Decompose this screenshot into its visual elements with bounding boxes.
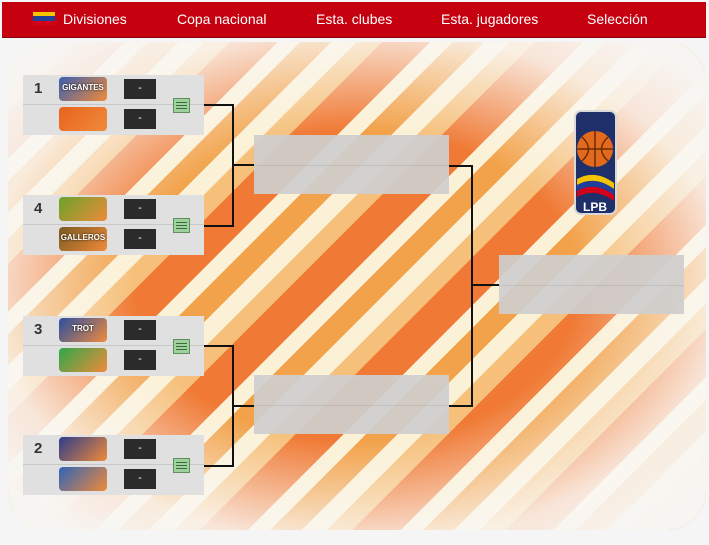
flag-stripe-blue (33, 16, 55, 21)
semifinal-box-bottom (254, 375, 449, 434)
team-row[interactable]: 4- (23, 195, 204, 225)
team-row[interactable]: - (23, 346, 204, 375)
trotamundos-logo[interactable]: TROT (59, 318, 107, 342)
semifinal-box-top (254, 135, 449, 194)
bracket-line (449, 165, 473, 167)
semifinal-bottom-team1 (254, 375, 449, 406)
box-score-icon[interactable] (173, 458, 190, 473)
seed-number: 2 (34, 440, 43, 457)
bot-logo[interactable] (59, 107, 107, 131)
team-score: - (124, 79, 156, 99)
guaros-logo[interactable] (59, 197, 107, 221)
gigantes-logo[interactable]: GIGANTES (59, 77, 107, 101)
bracket-slot-seed-1: 1 GIGANTES - - (23, 75, 204, 135)
seed-number: 1 (34, 80, 43, 97)
nav-divisiones[interactable]: Divisiones (63, 11, 127, 27)
bracket-line (204, 465, 234, 467)
bracket-slot-seed-2: 2-- (23, 435, 204, 495)
final-box (499, 255, 684, 314)
seed-number: 4 (34, 200, 43, 217)
team-logo-text: GALLEROS (60, 233, 106, 242)
final-team1 (499, 255, 684, 286)
team-score: - (124, 109, 156, 129)
seed-number: 3 (34, 321, 43, 338)
team-row[interactable]: - (23, 465, 204, 494)
gallerros-logo[interactable]: GALLEROS (59, 227, 107, 251)
marinos-logo[interactable] (59, 437, 107, 461)
lpb-logo-text: LPB (583, 200, 607, 214)
final-team2 (499, 285, 684, 315)
bracket-line (449, 405, 473, 407)
bracket-line (204, 225, 234, 227)
semifinal-top-team2 (254, 165, 449, 195)
bracket-line (204, 104, 234, 106)
flag-stripe-red (33, 20, 55, 25)
lpb-logo: LPB (574, 110, 617, 215)
semifinal-bottom-team2 (254, 405, 449, 435)
box-score-icon[interactable] (173, 98, 190, 113)
top-nav: Divisiones Copa nacional Esta. clubes Es… (2, 2, 706, 38)
cocodrilos-logo[interactable] (59, 348, 107, 372)
team-logo-text: GIGANTES (62, 83, 104, 92)
team-row[interactable]: 1 GIGANTES - (23, 75, 204, 105)
bracket-slot-seed-4: 4-GALLEROS- (23, 195, 204, 255)
bracket-line (471, 165, 473, 407)
team-row[interactable]: GALLEROS - (23, 225, 204, 254)
bracket-line (204, 345, 234, 347)
bracket-line (232, 405, 254, 407)
team-score: - (124, 199, 156, 219)
nav-esta-jugadores[interactable]: Esta. jugadores (441, 11, 539, 27)
flag-stripe-yellow (33, 12, 55, 17)
team-score: - (124, 350, 156, 370)
box-score-icon[interactable] (173, 218, 190, 233)
box-score-icon[interactable] (173, 339, 190, 354)
bracket-line (232, 164, 254, 166)
semifinal-top-team1 (254, 135, 449, 166)
bucaneros-logo[interactable] (59, 467, 107, 491)
team-score: - (124, 469, 156, 489)
bracket-line (471, 284, 499, 286)
nav-esta-clubes[interactable]: Esta. clubes (316, 11, 393, 27)
team-score: - (124, 229, 156, 249)
team-row[interactable]: 2- (23, 435, 204, 465)
bracket-slot-seed-3: 3 TROT - - (23, 316, 204, 376)
team-row[interactable]: 3 TROT - (23, 316, 204, 346)
nav-seleccion[interactable]: Selección (587, 11, 648, 27)
team-score: - (124, 439, 156, 459)
team-row[interactable]: - (23, 105, 204, 134)
nav-copa-nacional[interactable]: Copa nacional (177, 11, 267, 27)
team-score: - (124, 320, 156, 340)
team-logo-text: TROT (72, 324, 94, 333)
venezuela-flag-icon (33, 12, 55, 25)
